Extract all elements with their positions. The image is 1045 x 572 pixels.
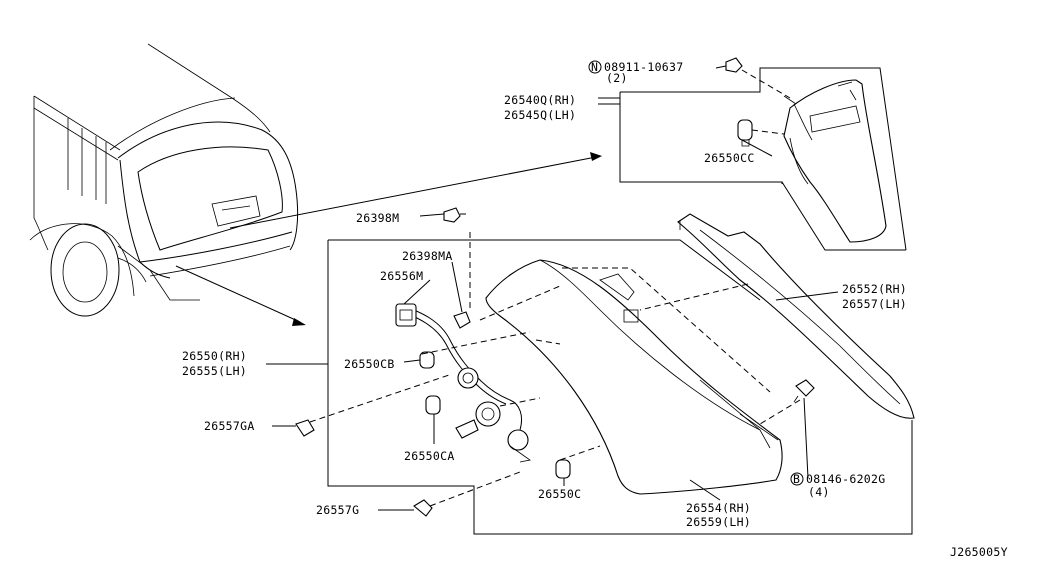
bolt-right-qty: (4) — [808, 485, 830, 499]
lamp-assy-lh-label: 26555(LH) — [182, 364, 247, 378]
bolt-top-marker: N — [591, 60, 598, 74]
lamp-lens — [485, 259, 783, 495]
gasket-lh-label: 26557(LH) — [842, 297, 907, 311]
gasket — [677, 213, 915, 419]
n-marker-icon — [588, 60, 602, 74]
bulb-a-label: 26550CA — [404, 449, 455, 463]
leader-lines — [266, 65, 839, 511]
lens-rh-label: 26554(RH) — [686, 501, 751, 515]
bulb-b-label: 26550CB — [344, 357, 395, 371]
bolt-right-part: 08146-6202G — [806, 472, 885, 486]
grommet-a-label: 26398MA — [402, 249, 453, 263]
seal-ga-label: 26557GA — [204, 419, 255, 433]
lamp-upper-lh-label: 26545Q(LH) — [504, 108, 576, 122]
b-marker-icon — [790, 472, 804, 486]
lamp-upper-rh-label: 26540Q(RH) — [504, 93, 576, 107]
bolt-right-marker: B — [793, 472, 800, 486]
bolt-top-qty: (2) — [606, 71, 628, 85]
upper-lamp-detail — [619, 57, 907, 251]
gasket-rh-label: 26552(RH) — [842, 282, 907, 296]
harness-label: 26556M — [380, 269, 423, 283]
lens-lh-label: 26559(LH) — [686, 515, 751, 529]
vehicle-rear-illustration — [29, 43, 299, 317]
bulb-upper-label: 26550CC — [704, 151, 755, 165]
callout-labels: N 08911-10637 (2) 26540Q(RH) 26545Q(LH) … — [182, 60, 1008, 559]
grommet-label: 26398M — [356, 211, 399, 225]
bolt-top-part: 08911-10637 — [604, 60, 683, 74]
seal-g-label: 26557G — [316, 503, 359, 517]
harness-assembly — [295, 207, 815, 517]
bulb-c-label: 26550C — [538, 487, 581, 501]
main-detail-box — [327, 232, 913, 535]
lamp-assy-rh-label: 26550(RH) — [182, 349, 247, 363]
pointer-arrows — [175, 152, 602, 326]
diagram-code: J265005Y — [950, 545, 1008, 559]
